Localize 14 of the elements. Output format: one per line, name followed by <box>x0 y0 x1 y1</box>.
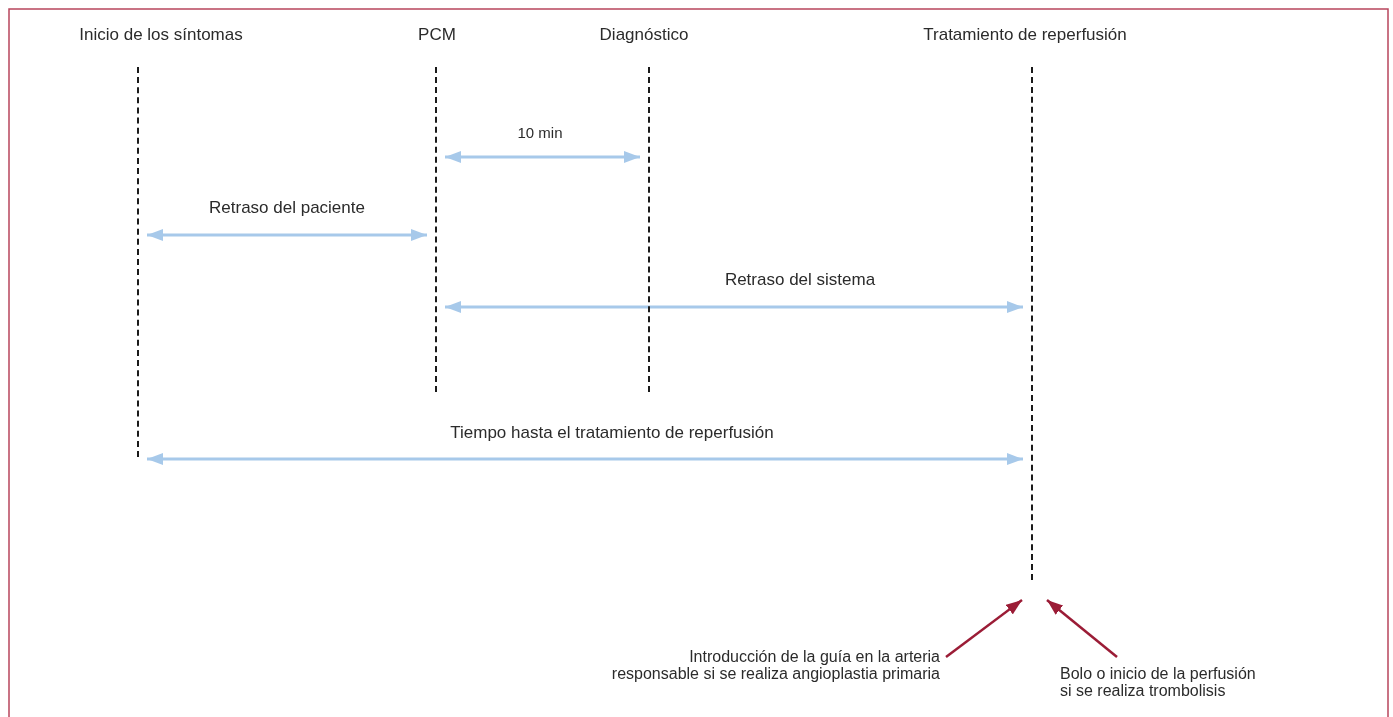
edge-label: Tiempo hasta el tratamiento de reperfusión <box>448 423 776 443</box>
timeline-heading: PCM <box>418 25 456 45</box>
arrow <box>147 453 1023 465</box>
timeline-heading: Inicio de los síntomas <box>79 25 243 45</box>
callout-text: Introducción de la guía en la arteria responsable si se realiza angioplastia primaria <box>530 648 940 682</box>
timeline-heading: Diagnóstico <box>599 25 689 45</box>
arrow <box>445 301 1023 313</box>
arrow <box>1046 599 1118 658</box>
arrow <box>147 229 427 241</box>
arrow <box>445 151 640 163</box>
callout-text: Bolo o inicio de la perfusión si se realiza trombolisis <box>1060 665 1340 699</box>
edge-label: Retraso del paciente <box>207 198 367 218</box>
timeline-heading: Tratamiento de reperfusión <box>923 25 1127 45</box>
arrow <box>945 599 1023 658</box>
